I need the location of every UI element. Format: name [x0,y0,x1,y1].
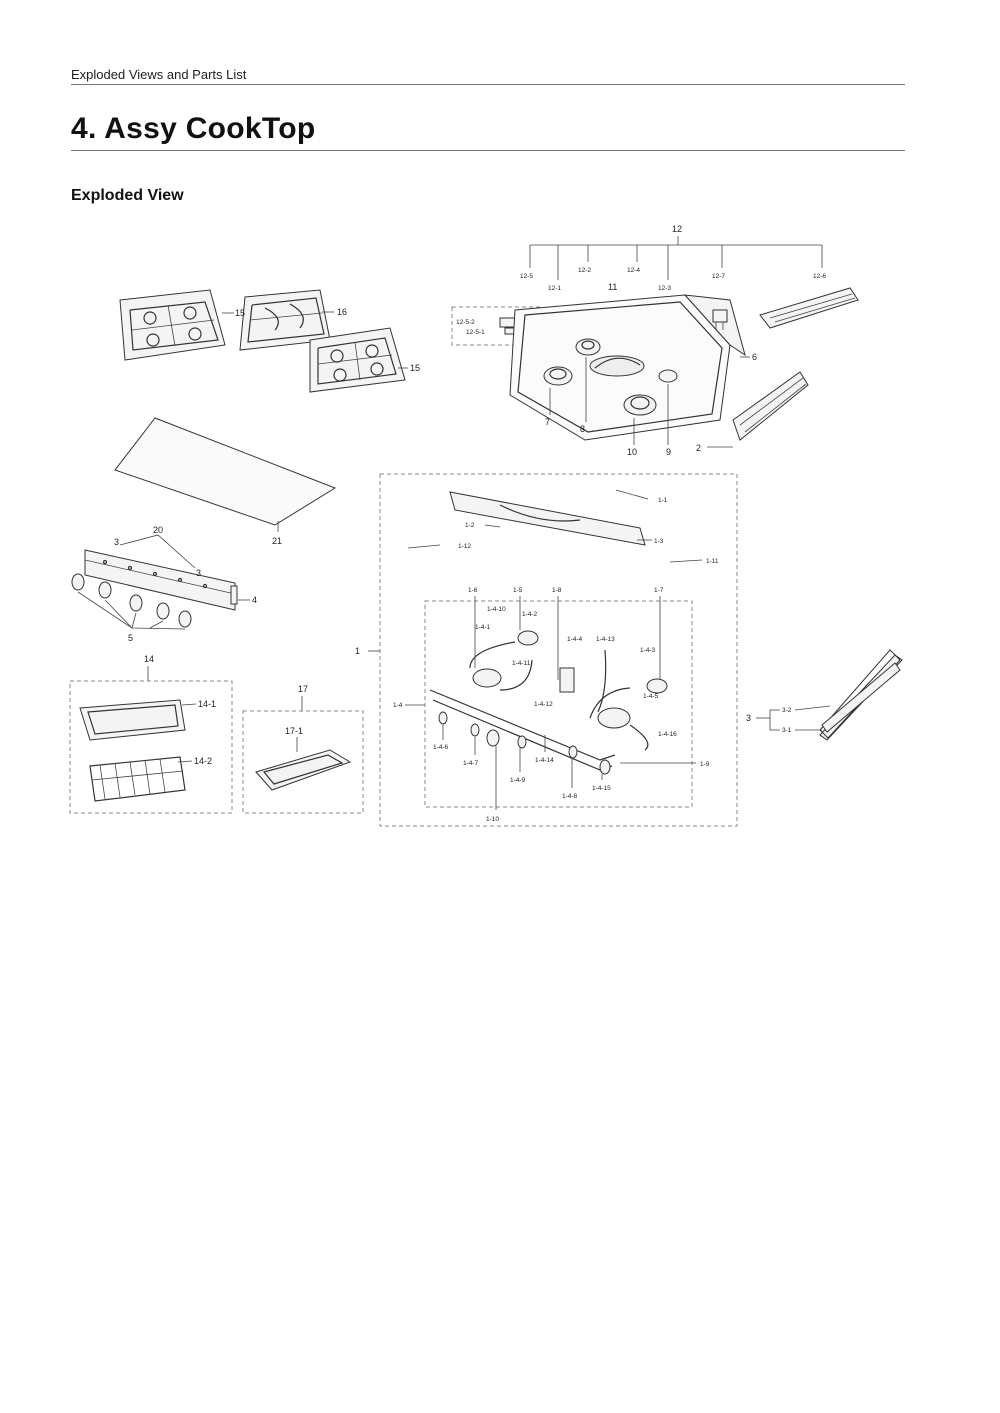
burner-valves-manifold [429,630,668,771]
callout-1-4-15: 1-4-15 [592,785,611,792]
callout-2: 2 [696,443,701,453]
callout-1-4-16: 1-4-16 [658,731,677,738]
callout-15-left: 15 [235,308,245,318]
grille-12-6 [759,287,859,329]
cooktop-frame-12 [509,294,746,441]
kit-box-14 [69,680,233,814]
rail-2 [732,371,809,441]
callout-1-10: 1-10 [486,816,499,823]
callout-1-12: 1-12 [458,543,471,550]
section-header: Exploded Views and Parts List [71,67,247,82]
callout-1-11: 1-11 [706,558,719,565]
header-rule [71,84,905,85]
callout-1-4-11: 1-4-11 [512,660,531,667]
callout-9: 9 [666,447,671,457]
bracket-12-7 [712,309,728,330]
callout-10: 10 [627,447,637,457]
callout-1-4-13: 1-4-13 [596,636,615,643]
broiler-pan-14-1 [79,699,197,741]
callout-3-2: 3-2 [782,707,792,714]
callout-17: 17 [298,684,308,694]
grate-15-left [119,289,234,361]
callout-1-4-6: 1-4-6 [433,744,449,751]
callout-15-right: 15 [410,363,420,373]
callout-1-4-8: 1-4-8 [562,793,578,800]
callout-12-4: 12-4 [627,267,640,274]
top-plate-21 [114,417,337,532]
valve-knobs-row [438,711,611,775]
page-title: 4. Assy CookTop [71,112,316,145]
callout-12-5: 12-5 [520,273,533,280]
callout-1-4-2: 1-4-2 [522,611,538,618]
callout-1-4-10: 1-4-10 [487,606,506,613]
callout-1-4-3: 1-4-3 [640,647,656,654]
callout-1-4-1: 1-4-1 [475,624,491,631]
callout-12-5-2: 12-5-2 [456,319,475,326]
callout-1-6: 1-6 [468,587,478,594]
callout-14-2: 14-2 [194,756,212,766]
kit-box-17 [242,710,364,814]
callout-20: 20 [153,525,163,535]
grate-15-right [309,327,408,393]
callout-1-4-7: 1-4-7 [463,760,479,767]
section-subtitle: Exploded View [71,187,184,204]
leader-20 [119,534,196,569]
callout-3-1: 3-1 [782,727,792,734]
callout-1-2: 1-2 [465,522,475,529]
kit-box-1-4 [424,600,693,808]
control-panel-20 [84,549,250,611]
callout-3-b: 3 [196,568,201,578]
callout-1-4-9: 1-4-9 [510,777,526,784]
callout-14-1: 14-1 [198,699,216,709]
callout-3: 3 [746,713,751,723]
callout-1-4-12: 1-4-12 [534,701,553,708]
title-rule [71,150,905,151]
callout-1: 1 [355,646,360,656]
callout-1-4-4: 1-4-4 [567,636,583,643]
callout-12: 12 [672,224,682,234]
callout-1-4-14: 1-4-14 [535,757,554,764]
callout-12-5-1: 12-5-1 [466,329,485,336]
burner-base-1-3 [449,491,646,546]
callout-1-5: 1-5 [513,587,523,594]
callout-3-a: 3 [114,537,119,547]
callout-12-7: 12-7 [712,273,725,280]
callout-1-9: 1-9 [700,761,710,768]
callout-12-6: 12-6 [813,273,826,280]
callout-17-1: 17-1 [285,726,303,736]
oven-rack-14-2 [89,756,193,802]
callout-8: 8 [580,424,585,434]
callout-1-8: 1-8 [552,587,562,594]
callout-1-7: 1-7 [654,587,664,594]
callout-11: 11 [608,282,617,292]
baking-tray-17-1 [255,749,352,791]
callout-14: 14 [144,654,154,664]
callout-6: 6 [752,352,757,362]
callout-21: 21 [272,536,282,546]
callout-1-4: 1-4 [393,702,403,709]
callout-16: 16 [337,307,347,317]
callout-4: 4 [252,595,257,605]
callout-1-4-5: 1-4-5 [643,693,659,700]
callout-1-3: 1-3 [654,538,664,545]
callout-12-3: 12-3 [658,285,671,292]
kit-box-1 [379,473,738,827]
callout-7: 7 [545,417,550,427]
knobs-5 [71,573,192,630]
callout-5: 5 [128,633,133,643]
side-rails-3 [819,649,903,741]
callout-12-1: 12-1 [548,285,561,292]
callout-1-1: 1-1 [658,497,668,504]
callout-12-2: 12-2 [578,267,591,274]
